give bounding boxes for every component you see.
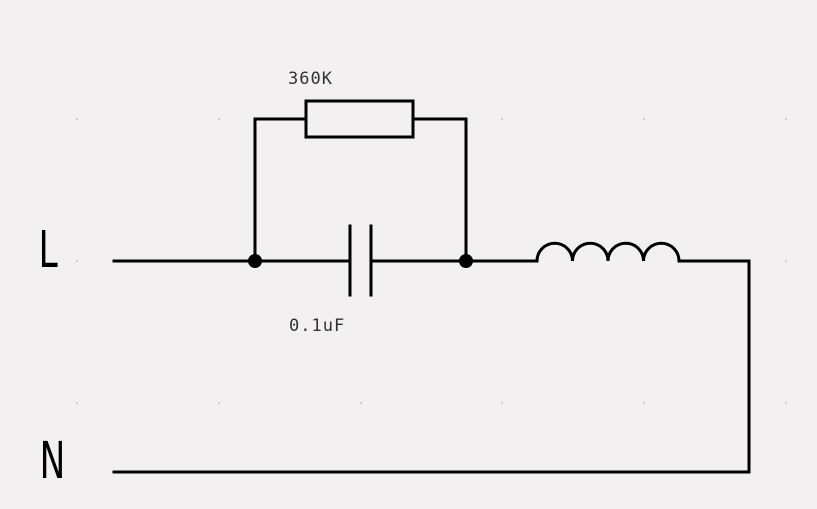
- line-terminal-label: L: [39, 221, 58, 280]
- neutral-terminal-label: N: [40, 432, 66, 491]
- resistor-label: 360K: [288, 69, 333, 89]
- junction-left: [248, 254, 262, 268]
- resistor-symbol: [304, 99, 415, 139]
- resistor-branch-left-wire: [253, 117, 308, 263]
- capacitor-label: 0.1uF: [289, 316, 345, 336]
- inductor-symbol: [535, 241, 681, 263]
- resistor-branch-right-wire: [411, 117, 468, 263]
- grid-dots: [76, 118, 787, 404]
- inductor-return-wire: [112, 259, 751, 474]
